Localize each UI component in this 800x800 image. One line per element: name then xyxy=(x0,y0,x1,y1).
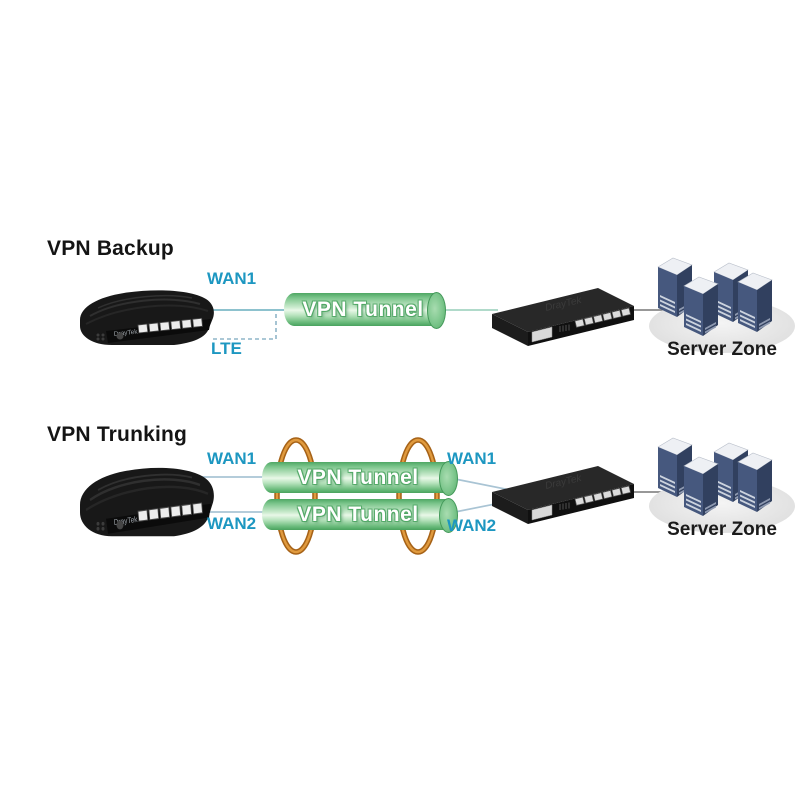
vpn-tunnel: VPN Tunnel xyxy=(284,292,446,329)
router-brand-label: DrayTek xyxy=(113,328,138,338)
wan1-label: WAN1 xyxy=(207,269,257,288)
ethernet-ports-icon xyxy=(574,485,631,506)
vpn-tunnel-label: VPN Tunnel xyxy=(302,297,424,321)
ethernet-ports-icon xyxy=(137,502,203,522)
draytek-router-icon: DrayTek xyxy=(80,467,214,537)
lte-label: LTE xyxy=(211,339,242,358)
rack-router-icon: DrayTek xyxy=(492,288,634,346)
tunnel-end-cap-icon xyxy=(427,292,446,329)
wan1-label-right: WAN1 xyxy=(447,449,497,468)
server-zone-label: Server Zone xyxy=(667,519,777,540)
vpn-tunnel-1-label: VPN Tunnel xyxy=(297,465,419,489)
section-title-vpn-trunking: VPN Trunking xyxy=(47,423,188,446)
server-zone-icon xyxy=(649,257,795,353)
vent-icon xyxy=(559,502,570,510)
section-title-vpn-backup: VPN Backup xyxy=(47,237,174,260)
wan1-label-left: WAN1 xyxy=(207,449,257,468)
wan2-label-right: WAN2 xyxy=(447,516,497,535)
rack-router-icon: DrayTek xyxy=(492,466,634,524)
vent-icon xyxy=(559,324,570,332)
ethernet-ports-icon xyxy=(137,317,203,334)
bundle-ring-icon xyxy=(396,437,440,555)
vpn-tunnel-2-label: VPN Tunnel xyxy=(297,502,419,526)
device-label-sticker-icon xyxy=(531,326,553,343)
wan2-label-left: WAN2 xyxy=(207,514,257,533)
vpn-tunnel-2: VPN Tunnel xyxy=(262,498,458,533)
device-label-sticker-icon xyxy=(531,504,553,521)
vpn-tunnel-1: VPN Tunnel xyxy=(262,461,458,496)
server-zone-label: Server Zone xyxy=(667,339,777,360)
server-zone-icon xyxy=(649,437,795,533)
led-indicators-icon xyxy=(96,332,124,341)
led-indicators-icon xyxy=(96,520,124,531)
draytek-router-icon: DrayTek xyxy=(80,290,214,345)
bundle-ring-icon xyxy=(274,437,318,555)
